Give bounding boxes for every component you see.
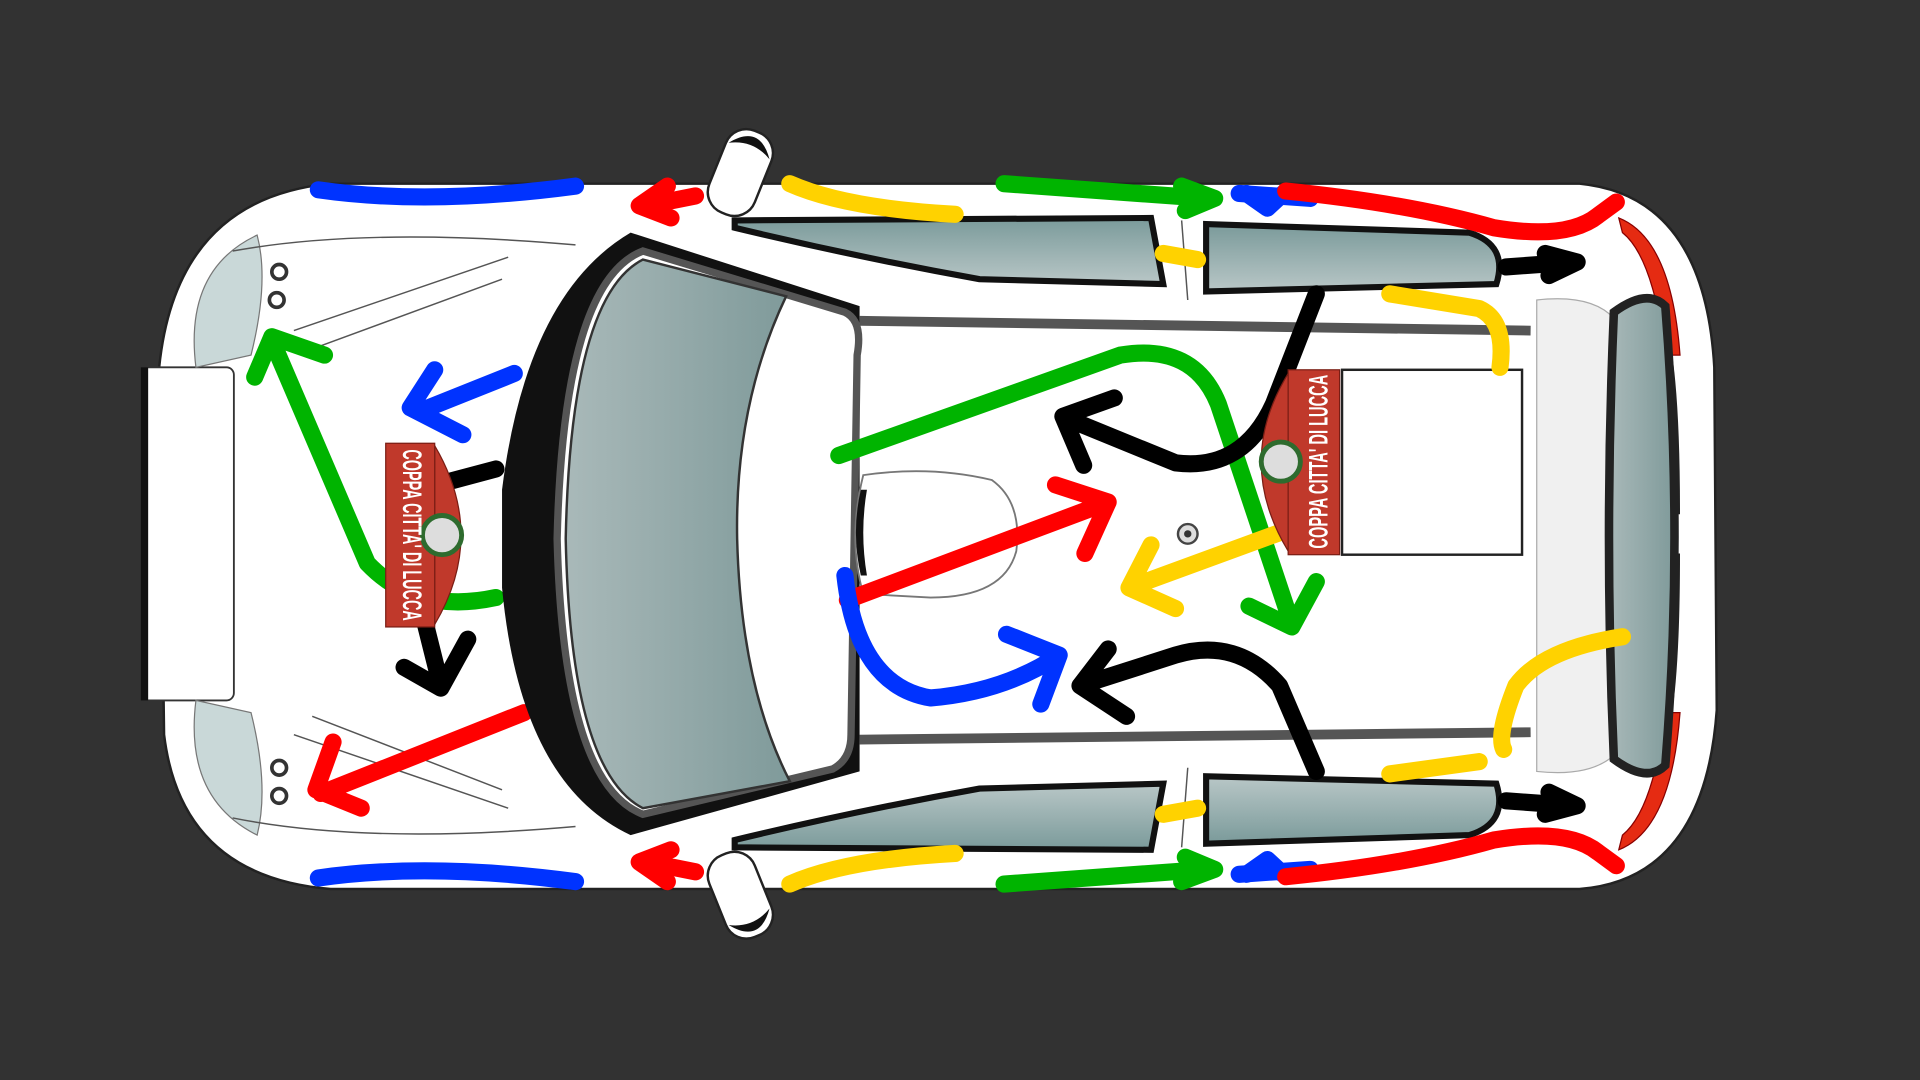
blue-arrow-front: [401, 361, 523, 444]
rear-rally-plate: COPPA CITTA' DI LUCCA: [1258, 369, 1341, 556]
yellow-stripe-rear-bottom: [1381, 628, 1632, 783]
black-arrow-roof-lower: [1071, 640, 1325, 780]
yellow-stripe-rear-top: [1381, 285, 1510, 376]
red-arrow-front: [307, 704, 533, 817]
front-rally-plate: COPPA CITTA' DI LUCCA: [385, 442, 465, 628]
red-arrow-roof: [838, 476, 1117, 609]
headlight-right: [193, 699, 263, 836]
roof-bolt: [1176, 522, 1199, 545]
tow-hook-icon: [270, 758, 289, 806]
front-bumper: [139, 366, 235, 702]
roof-hatch: [854, 470, 1019, 599]
plate-emblem: [1258, 439, 1303, 484]
tow-hook-icon: [267, 262, 289, 310]
yellow-arrow-roof: [1120, 524, 1289, 618]
rear-number-panel: [1340, 368, 1524, 556]
roof-rail-bottom: [859, 727, 1531, 745]
windshield-glass: [564, 258, 792, 810]
front-plate-text: COPPA CITTA' DI LUCCA: [397, 449, 427, 620]
rear-window: [1604, 294, 1679, 778]
rear-spoiler: [1536, 298, 1617, 774]
blue-arrow-roof: [836, 566, 1068, 713]
plate-emblem: [420, 513, 465, 558]
rear-plate-text: COPPA CITTA' DI LUCCA: [1303, 375, 1333, 549]
green-arrow-roof: [830, 344, 1325, 636]
headlight-left: [193, 234, 263, 369]
roof-rail-top: [859, 315, 1531, 336]
